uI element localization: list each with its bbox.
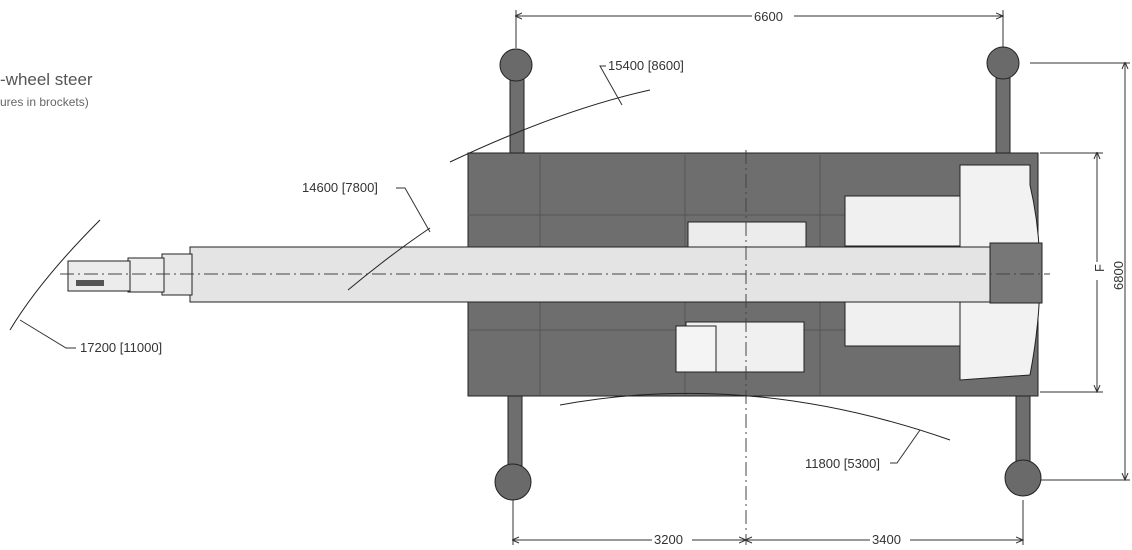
outrigger-rear-right — [1004, 394, 1042, 497]
title: -wheel steer — [0, 70, 93, 89]
subtitle: ures in brockets) — [0, 95, 89, 109]
boom-hook-slot — [76, 280, 104, 286]
boom-head — [67, 260, 131, 292]
engine-block-lower — [844, 295, 961, 347]
engine-block-upper — [844, 195, 961, 247]
box-lower-left — [675, 325, 717, 373]
boom-fly-section — [127, 257, 165, 293]
turn-arc-11800 — [559, 392, 951, 441]
radius-label-17200: 17200 [11000] — [80, 340, 162, 355]
turn-arc-17200 — [9, 219, 101, 331]
radius-label-14600: 14600 [7800] — [302, 180, 378, 195]
outrigger-front-right — [986, 46, 1020, 156]
outrigger-front-left — [499, 48, 533, 156]
outrigger-rear-left — [494, 394, 532, 501]
tank-upper — [687, 221, 807, 249]
dim-width: 6600 — [754, 9, 783, 24]
radius-label-11800: 11800 [5300] — [805, 456, 880, 471]
radius-label-15400: 15400 [8600] — [608, 58, 684, 73]
dim-bottom-right: 3400 — [872, 532, 901, 547]
turn-arc-15400 — [449, 89, 651, 163]
dim-inner: F — [1092, 264, 1107, 272]
dim-height: 6800 — [1111, 261, 1126, 290]
boom-pivot — [989, 242, 1043, 304]
turn-arc-14600 — [347, 227, 431, 291]
dim-bottom-left: 3200 — [654, 532, 683, 547]
